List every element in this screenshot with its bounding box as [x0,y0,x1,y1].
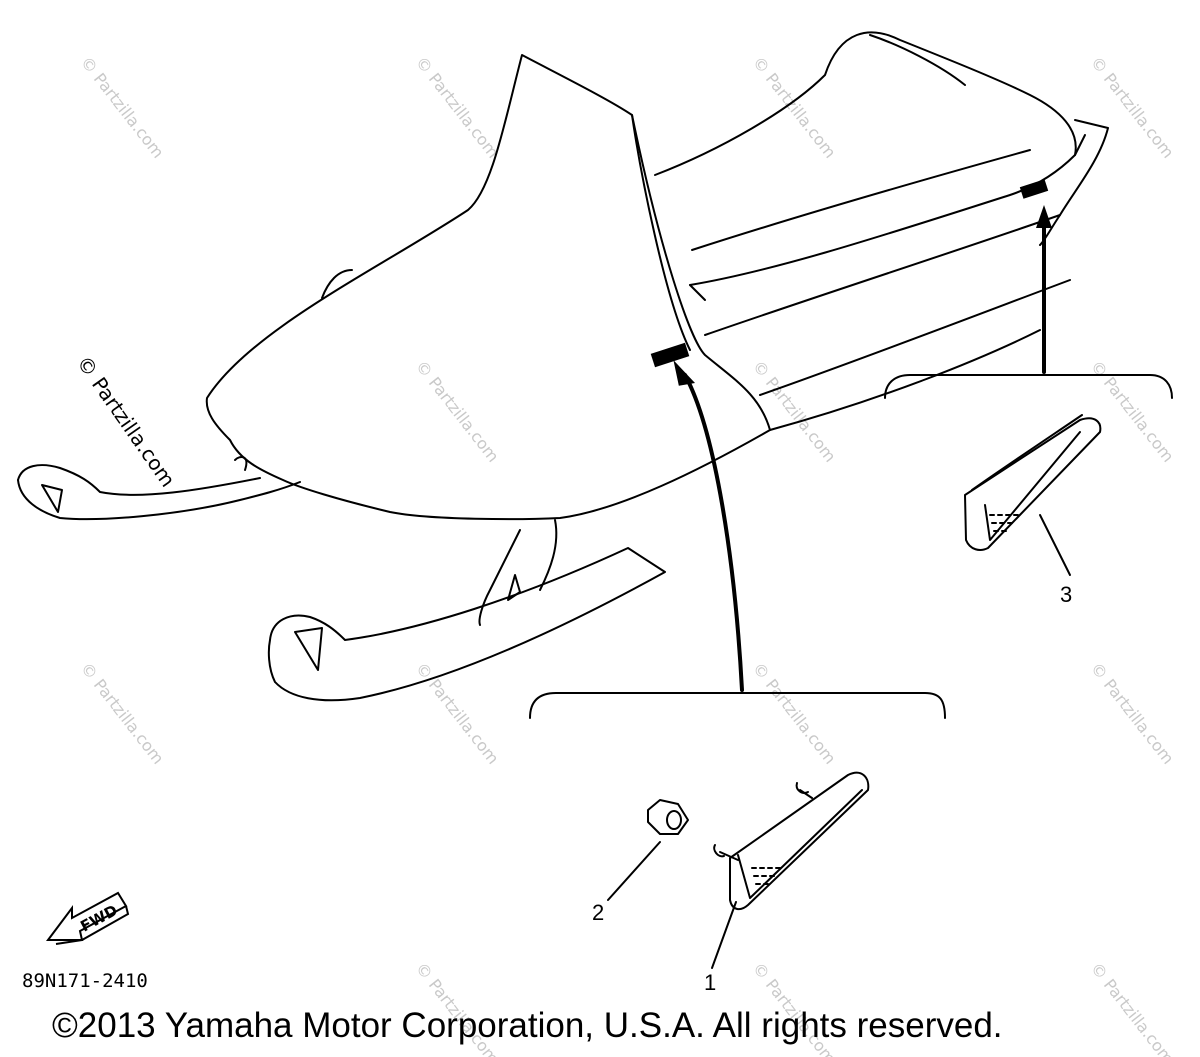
watermark: © Partzilla.com [749,659,840,768]
nut-illustration [607,799,689,901]
watermark: © Partzilla.com [1087,357,1178,466]
watermark: © Partzilla.com [77,659,168,768]
callout-1: 1 [704,970,716,995]
watermark: © Partzilla.com [1087,53,1178,162]
watermark: © Partzilla.com [1087,659,1178,768]
callout-leaders [529,205,1173,719]
callout-2: 2 [592,900,604,925]
reflector-rear-illustration [964,414,1102,576]
watermark: © Partzilla.com [77,53,168,162]
part-code: 89N171-2410 [22,970,148,992]
fwd-arrow-icon: FWD [46,891,130,945]
watermark: © Partzilla.com [412,357,503,466]
reflector-front-illustration [711,771,870,969]
snowmobile-illustration [17,31,1109,702]
copyright-notice: ©2013 Yamaha Motor Corporation, U.S.A. A… [52,1006,1003,1045]
callout-3: 3 [1060,582,1072,607]
watermark-layer: © Partzilla.com © Partzilla.com © Partzi… [72,53,1178,1057]
watermark: © Partzilla.com [412,659,503,768]
watermark-dark: © Partzilla.com [72,351,180,491]
watermark: © Partzilla.com [412,53,503,162]
